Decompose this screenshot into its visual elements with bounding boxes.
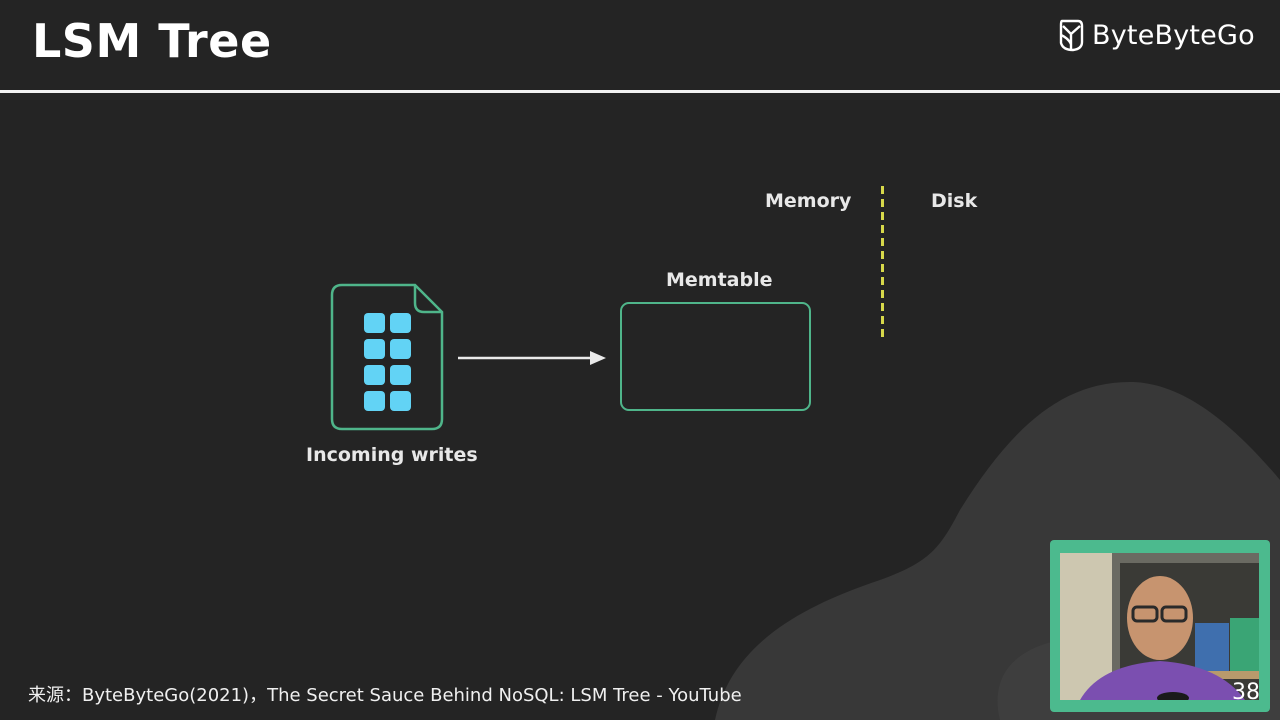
memory-disk-divider <box>881 186 884 340</box>
memtable-label: Memtable <box>666 269 773 291</box>
brand-name: ByteByteGo <box>1092 19 1255 51</box>
source-citation: 来源：ByteByteGo(2021)，The Secret Sauce Beh… <box>28 685 742 706</box>
video-frame <box>1060 553 1259 700</box>
memtable-box <box>620 302 811 411</box>
memory-label: Memory <box>765 190 852 212</box>
header-divider <box>0 90 1280 93</box>
presenter-image <box>1060 553 1259 700</box>
incoming-writes-label: Incoming writes <box>306 444 478 466</box>
arrow-right-icon <box>458 351 606 365</box>
bytebytego-logo-icon <box>1059 19 1084 52</box>
page-number: 38 <box>1232 680 1260 705</box>
slide-title: LSM Tree <box>32 14 272 68</box>
presenter-video <box>1050 540 1270 712</box>
brand-logo: ByteByteGo <box>1058 18 1255 52</box>
document-icon <box>330 283 444 431</box>
disk-label: Disk <box>931 190 978 212</box>
slide-header: LSM Tree ByteByteGo <box>0 0 1280 90</box>
